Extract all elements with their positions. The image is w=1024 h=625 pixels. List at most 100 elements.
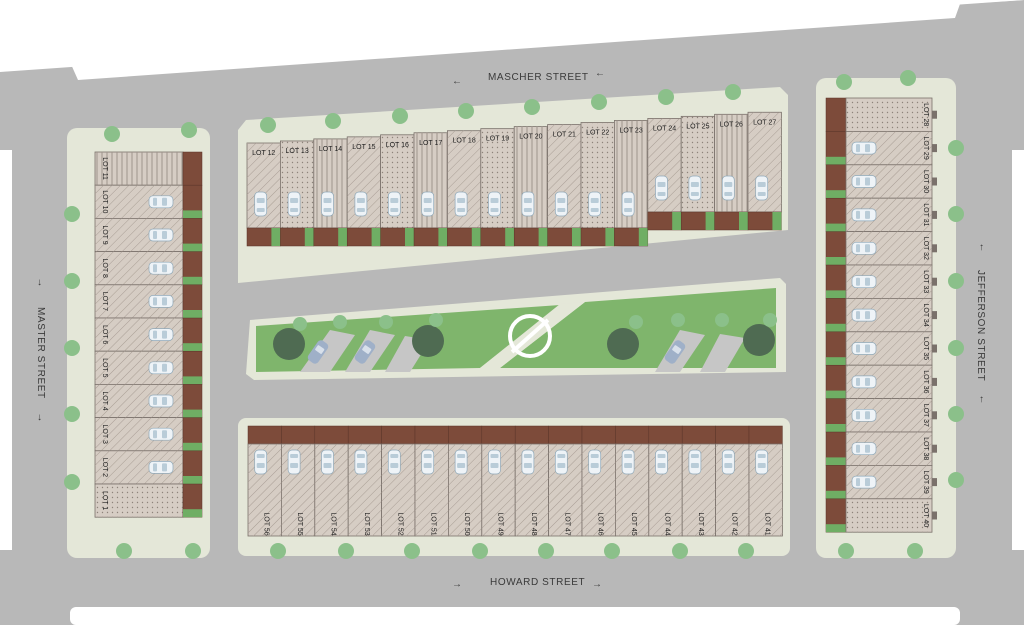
lot[interactable]: LOT 9 (94, 217, 203, 252)
lot[interactable]: LOT 27 (747, 111, 782, 231)
car-icon (851, 375, 877, 389)
car-icon (755, 175, 769, 201)
tree-icon (948, 140, 964, 156)
lot[interactable]: LOT 14 (313, 138, 348, 247)
lot[interactable]: LOT 35 (825, 331, 937, 366)
lot[interactable]: LOT 26 (714, 113, 749, 231)
lot[interactable]: LOT 29 (825, 130, 937, 166)
lot-label: LOT 27 (753, 119, 776, 126)
street-label-mascher: MASCHER STREET (488, 72, 589, 83)
tree-icon (725, 84, 741, 100)
car-icon (307, 340, 329, 364)
lot-label: LOT 45 (630, 512, 637, 535)
lot[interactable]: LOT 21 (547, 124, 582, 247)
lot[interactable]: LOT 6 (94, 317, 203, 352)
tree-icon (672, 543, 688, 559)
tree-icon (604, 543, 620, 559)
lot[interactable]: LOT 34 (825, 297, 937, 333)
lot-label: LOT 47 (563, 512, 570, 535)
lot[interactable]: LOT 54 (314, 425, 349, 537)
car-icon (148, 195, 174, 209)
lot[interactable]: LOT 44 (648, 425, 683, 537)
lot-label: LOT 43 (697, 512, 704, 535)
lot-label: LOT 40 (922, 504, 929, 527)
lot[interactable]: LOT 28 (825, 97, 937, 132)
car-icon (851, 408, 877, 422)
lot[interactable]: LOT 56 (247, 425, 282, 537)
lot-label: LOT 8 (101, 259, 108, 278)
lot[interactable]: LOT 33 (825, 264, 937, 299)
lot[interactable]: LOT 12 (246, 142, 281, 247)
lot[interactable]: LOT 49 (481, 425, 516, 537)
lot-label: LOT 36 (922, 370, 929, 393)
outer-land-west (0, 150, 12, 550)
lot[interactable]: LOT 13 (279, 140, 315, 247)
lot[interactable]: LOT 8 (94, 251, 203, 286)
lot[interactable]: LOT 20 (513, 126, 549, 247)
lot[interactable]: LOT 7 (94, 284, 203, 319)
lot[interactable]: LOT 30 (825, 164, 937, 199)
lot-label: LOT 12 (252, 150, 275, 157)
lot[interactable]: LOT 52 (381, 425, 416, 537)
lot-label: LOT 13 (285, 148, 308, 155)
tree-icon (948, 273, 964, 289)
street-label-master: MASTER STREET (35, 307, 46, 399)
lot[interactable]: LOT 25 (680, 115, 716, 231)
lot[interactable]: LOT 45 (615, 425, 650, 537)
lot[interactable]: LOT 19 (480, 128, 515, 247)
lot[interactable]: LOT 15 (346, 136, 382, 247)
arrow-down-icon: ↓ (37, 412, 43, 423)
lot[interactable]: LOT 42 (715, 425, 750, 537)
lot[interactable]: LOT 23 (614, 120, 649, 247)
lot[interactable]: LOT 50 (447, 425, 483, 537)
lot[interactable]: LOT 37 (825, 398, 937, 433)
lot[interactable]: LOT 53 (347, 425, 383, 537)
lot[interactable]: LOT 46 (581, 425, 616, 537)
lot[interactable]: LOT 39 (825, 464, 937, 500)
lot[interactable]: LOT 40 (825, 498, 937, 533)
car-icon (664, 340, 686, 364)
car-icon (387, 449, 401, 475)
lot[interactable]: LOT 31 (825, 197, 937, 232)
car-icon (621, 191, 635, 217)
tree-icon (948, 340, 964, 356)
lot[interactable]: LOT 38 (825, 431, 937, 466)
car-icon (554, 449, 568, 475)
lot[interactable]: LOT 22 (580, 122, 615, 247)
lot-label: LOT 6 (101, 325, 108, 344)
lot-label: LOT 29 (922, 136, 929, 159)
tree-icon (270, 543, 286, 559)
lot[interactable]: LOT 3 (94, 417, 203, 452)
lot[interactable]: LOT 16 (380, 134, 415, 247)
lot[interactable]: LOT 41 (748, 425, 783, 537)
outer-land-east (1012, 150, 1024, 550)
lot[interactable]: LOT 2 (94, 450, 203, 485)
lot[interactable]: LOT 11 (94, 151, 203, 186)
lot[interactable]: LOT 17 (413, 132, 448, 247)
lot[interactable]: LOT 32 (825, 231, 937, 266)
lot[interactable]: LOT 4 (94, 383, 203, 418)
lot[interactable]: LOT 10 (94, 184, 203, 219)
lot[interactable]: LOT 5 (94, 350, 203, 385)
car-icon (488, 191, 501, 217)
lot[interactable]: LOT 55 (280, 425, 316, 537)
lot[interactable]: LOT 1 (94, 483, 203, 518)
lot[interactable]: LOT 36 (825, 364, 937, 400)
lot-label: LOT 25 (686, 123, 709, 130)
tree-icon (948, 206, 964, 222)
car-icon (851, 175, 877, 188)
lot[interactable]: LOT 51 (414, 425, 449, 537)
tree-icon (64, 273, 80, 289)
car-icon (354, 191, 368, 217)
lot[interactable]: LOT 47 (548, 425, 583, 537)
lot[interactable]: LOT 18 (446, 130, 482, 247)
tree-icon (64, 474, 80, 490)
lot[interactable]: LOT 43 (681, 425, 717, 537)
lot-label: LOT 1 (101, 491, 108, 510)
lot[interactable]: LOT 48 (514, 425, 550, 537)
lot-label: LOT 22 (586, 130, 609, 137)
lot[interactable]: LOT 24 (647, 118, 682, 231)
tree-icon (338, 543, 354, 559)
tree-icon (607, 328, 639, 360)
car-icon (688, 449, 702, 475)
